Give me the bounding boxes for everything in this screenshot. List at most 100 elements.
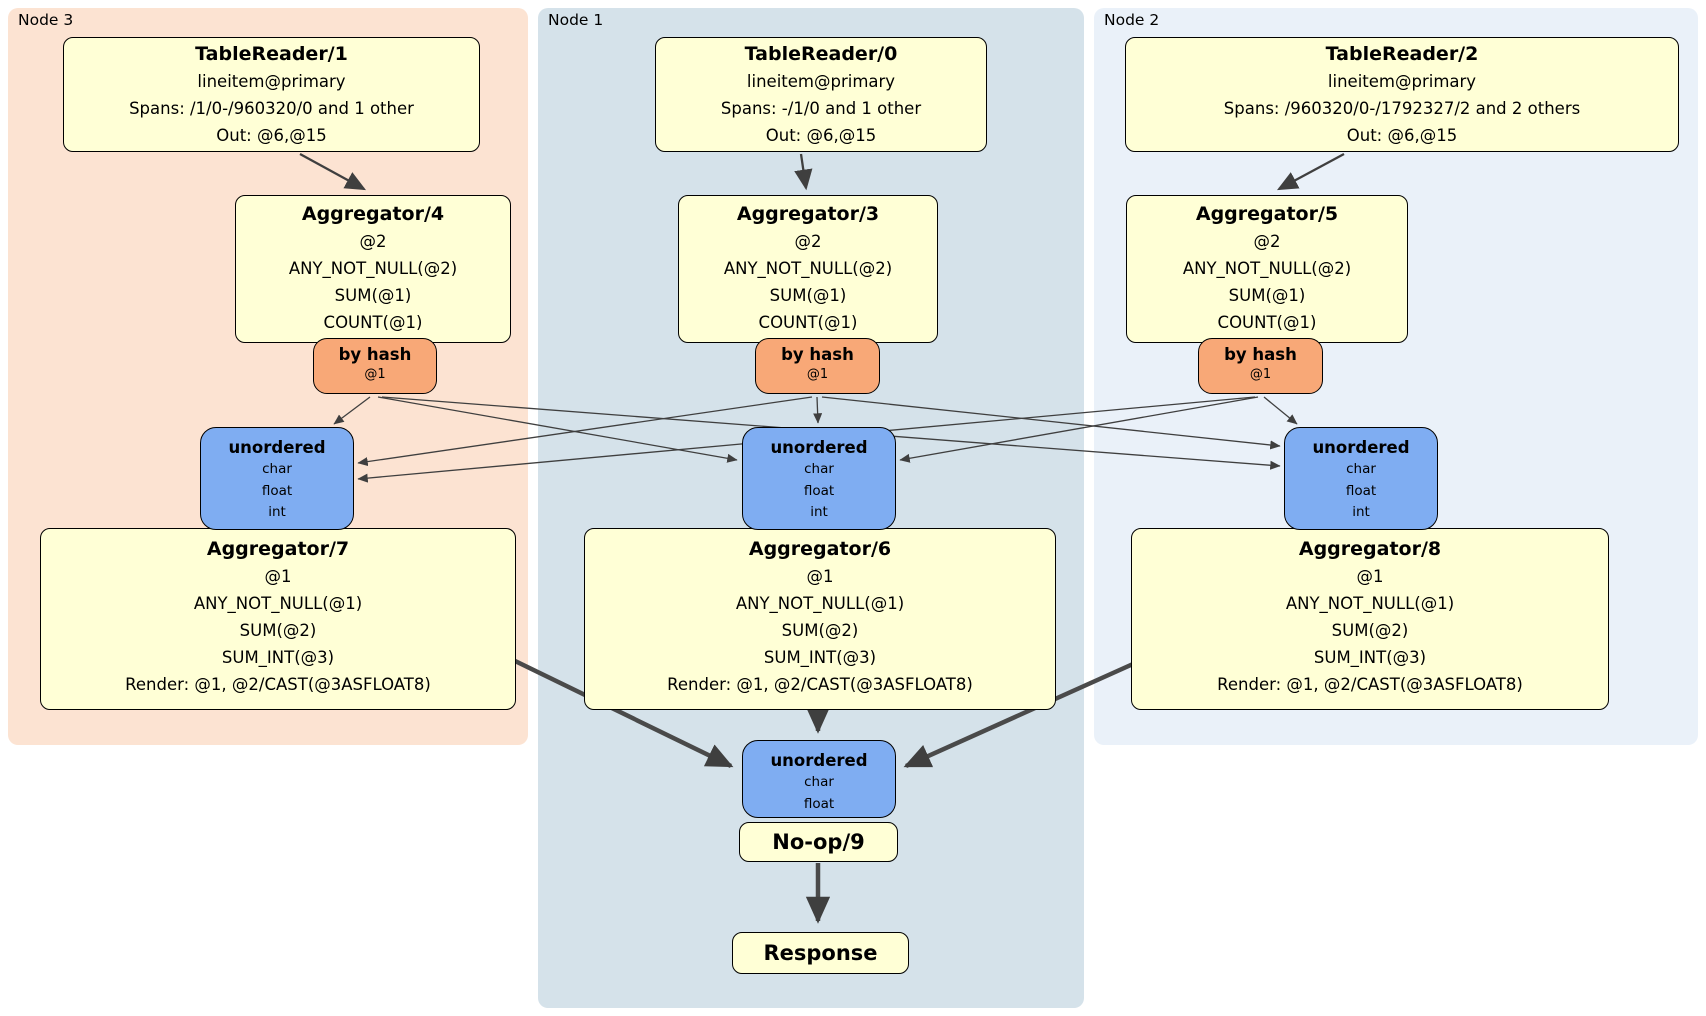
processor-tablereader-1: TableReader/1 lineitem@primary Spans: /1… (63, 37, 480, 152)
agg-fn: ANY_NOT_NULL(@1) (193, 594, 363, 613)
sync-title: unordered (770, 438, 868, 457)
router-title: by hash (781, 345, 854, 364)
router-columns: @1 (806, 367, 829, 382)
sync-unordered-node1: unordered char float int (742, 427, 896, 530)
agg-group-cols: @1 (1356, 567, 1384, 586)
sync-column-type: char (262, 461, 292, 477)
agg-fn: SUM_INT(@3) (221, 648, 335, 667)
sync-unordered-final: unordered char float (742, 740, 896, 818)
agg-fn: SUM(@2) (1331, 621, 1409, 640)
processor-tablereader-0: TableReader/0 lineitem@primary Spans: -/… (655, 37, 987, 152)
node1-label: Node 1 (548, 11, 604, 29)
processor-spans: Spans: /1/0-/960320/0 and 1 other (129, 99, 414, 118)
agg-fn: ANY_NOT_NULL(@1) (735, 594, 905, 613)
processor-out: Out: @6,@15 (216, 126, 327, 145)
sync-column-type: char (804, 774, 834, 790)
processor-title: Aggregator/6 (748, 538, 892, 560)
edge-tr1-to-agg4 (299, 152, 367, 191)
agg-render: Render: @1, @2/CAST(@3ASFLOAT8) (125, 675, 431, 694)
agg-group-cols: @1 (806, 567, 834, 586)
agg-fn: ANY_NOT_NULL(@2) (723, 259, 893, 278)
sync-column-type: float (803, 482, 835, 499)
agg-fn: COUNT(@1) (758, 313, 858, 332)
processor-title: Aggregator/3 (736, 203, 880, 225)
edge-router1-to-sync2 (821, 396, 1281, 450)
agg-fn: SUM_INT(@3) (1313, 648, 1427, 667)
edge-router1-to-sync1 (813, 396, 823, 424)
agg-group-cols: @2 (359, 232, 387, 251)
edge-router3-to-sync1 (377, 396, 738, 463)
agg-group-cols: @2 (1253, 232, 1281, 251)
sync-column-type: float (1345, 482, 1377, 499)
sync-title: unordered (1312, 438, 1410, 457)
processor-title: TableReader/0 (744, 43, 898, 65)
agg-fn: SUM(@1) (1228, 286, 1306, 305)
sync-column-type: char (804, 461, 834, 477)
response-node: Response (732, 932, 909, 974)
processor-aggregator-8: Aggregator/8 @1 ANY_NOT_NULL(@1) SUM(@2)… (1131, 528, 1609, 710)
router-by-hash-node1: by hash @1 (755, 338, 880, 394)
processor-title: Aggregator/5 (1195, 203, 1339, 225)
processor-spans: Spans: -/1/0 and 1 other (720, 99, 922, 118)
processor-title: TableReader/2 (1325, 43, 1479, 65)
agg-fn: ANY_NOT_NULL(@2) (1182, 259, 1352, 278)
agg-fn: SUM(@1) (769, 286, 847, 305)
edge-agg7-to-final-sync (512, 657, 734, 769)
processor-aggregator-4: Aggregator/4 @2 ANY_NOT_NULL(@2) SUM(@1)… (235, 195, 511, 343)
router-title: by hash (338, 345, 412, 364)
processor-aggregator-7: Aggregator/7 @1 ANY_NOT_NULL(@1) SUM(@2)… (40, 528, 516, 710)
edge-tr2-to-agg5 (1276, 152, 1345, 191)
processor-out: Out: @6,@15 (765, 126, 877, 145)
agg-fn: COUNT(@1) (323, 313, 423, 332)
agg-render: Render: @1, @2/CAST(@3ASFLOAT8) (1217, 675, 1523, 694)
sync-column-type: float (803, 795, 835, 812)
router-columns: @1 (1249, 367, 1272, 382)
processor-title: TableReader/1 (195, 43, 348, 65)
processor-title: Response (763, 941, 878, 965)
processor-out: Out: @6,@15 (1346, 126, 1458, 145)
processor-index: lineitem@primary (197, 72, 346, 91)
agg-fn: ANY_NOT_NULL(@1) (1285, 594, 1455, 613)
edge-tr0-to-agg3 (794, 153, 813, 191)
agg-fn: SUM(@2) (781, 621, 859, 640)
edge-router3-to-sync3 (333, 396, 371, 425)
agg-fn: SUM(@2) (239, 621, 317, 640)
sync-column-type: int (268, 504, 286, 520)
agg-fn: SUM(@1) (334, 286, 412, 305)
sync-column-type: char (1346, 461, 1376, 477)
sync-column-type: int (810, 504, 828, 520)
sync-column-type: int (1352, 504, 1370, 520)
processor-spans: Spans: /960320/0-/1792327/2 and 2 others (1223, 99, 1581, 118)
processor-aggregator-3: Aggregator/3 @2 ANY_NOT_NULL(@2) SUM(@1)… (678, 195, 938, 343)
sync-unordered-node3: unordered char float int (200, 427, 354, 530)
edge-router1-to-sync3 (357, 396, 813, 467)
processor-title: Aggregator/8 (1298, 538, 1442, 560)
sync-title: unordered (228, 438, 326, 457)
processor-index: lineitem@primary (1327, 72, 1477, 91)
edge-router2-to-sync1 (899, 396, 1259, 463)
sync-column-type: float (261, 482, 293, 499)
edge-router2-to-sync2 (1263, 396, 1298, 425)
processor-aggregator-5: Aggregator/5 @2 ANY_NOT_NULL(@2) SUM(@1)… (1126, 195, 1408, 343)
edge-agg8-to-final-sync (903, 661, 1134, 769)
router-columns: @1 (364, 367, 386, 382)
router-title: by hash (1224, 345, 1297, 364)
processor-title: Aggregator/7 (206, 538, 350, 560)
processor-title: No-op/9 (772, 830, 865, 854)
agg-fn: ANY_NOT_NULL(@2) (288, 259, 458, 278)
router-by-hash-node2: by hash @1 (1198, 338, 1323, 394)
router-by-hash-node3: by hash @1 (313, 338, 437, 394)
agg-render: Render: @1, @2/CAST(@3ASFLOAT8) (667, 675, 973, 694)
processor-title: Aggregator/4 (301, 203, 445, 225)
node3-label: Node 3 (18, 11, 74, 29)
sync-unordered-node2: unordered char float int (1284, 427, 1438, 530)
processor-index: lineitem@primary (746, 72, 896, 91)
node2-label: Node 2 (1104, 11, 1160, 29)
processor-aggregator-6: Aggregator/6 @1 ANY_NOT_NULL(@1) SUM(@2)… (584, 528, 1056, 710)
sync-title: unordered (770, 751, 868, 770)
processor-tablereader-2: TableReader/2 lineitem@primary Spans: /9… (1125, 37, 1679, 152)
agg-fn: SUM_INT(@3) (763, 648, 877, 667)
agg-group-cols: @1 (264, 567, 292, 586)
